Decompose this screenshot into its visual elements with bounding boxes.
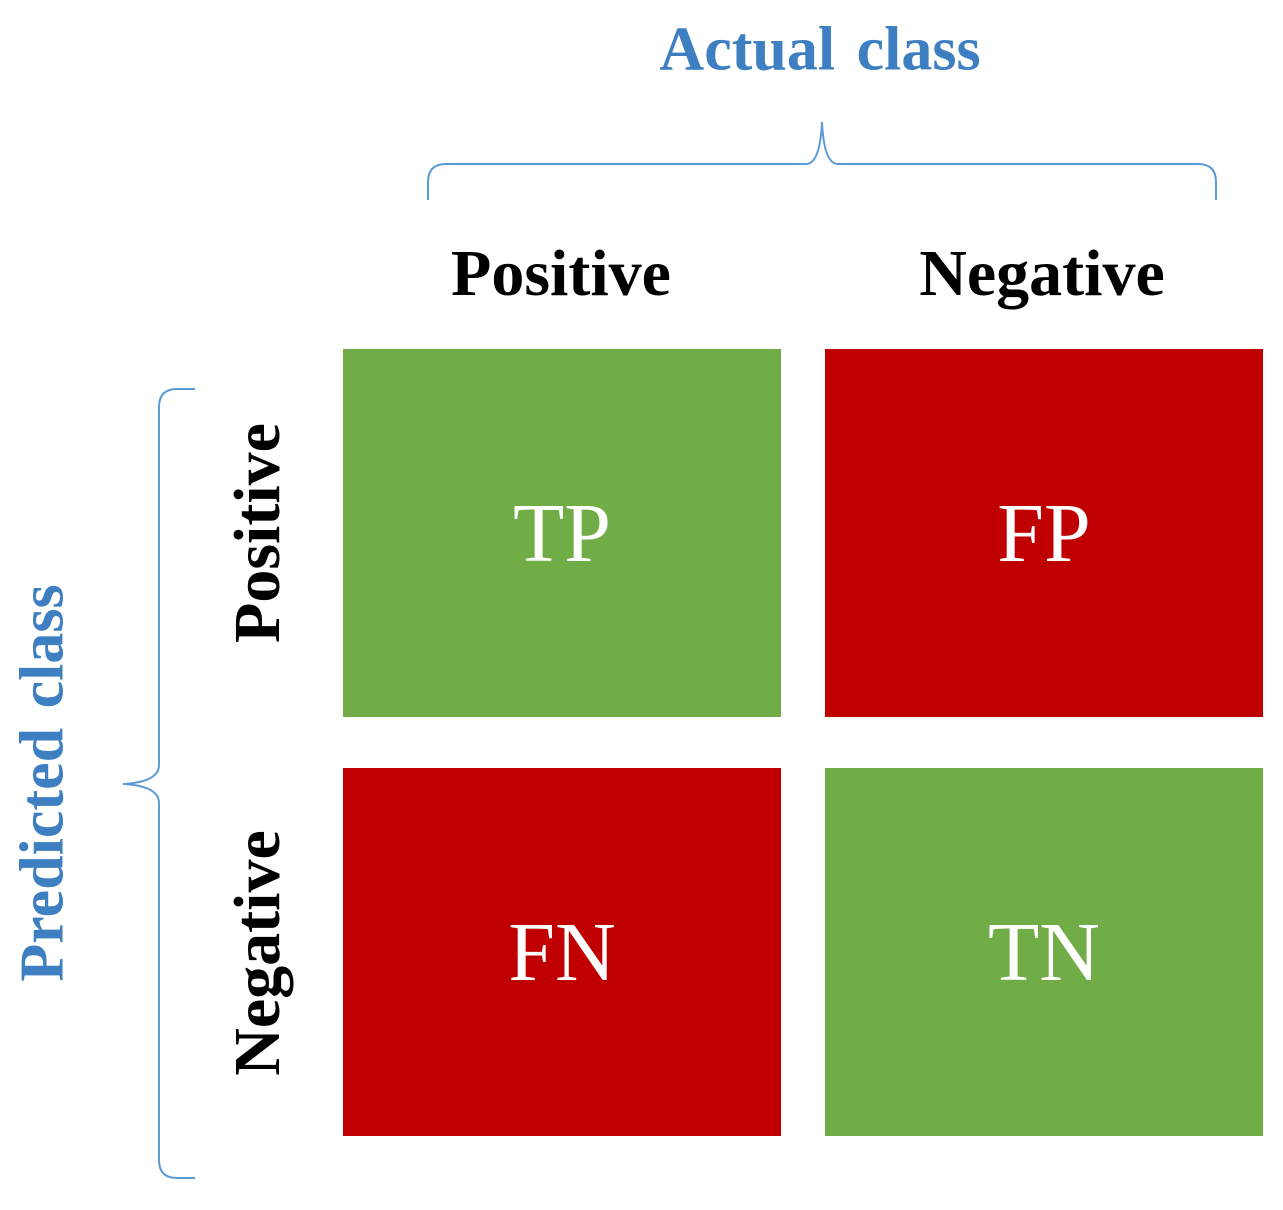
column-label-positive: Positive bbox=[451, 237, 671, 310]
cell-false-positive: FP bbox=[825, 349, 1263, 717]
cell-label-tp: TP bbox=[512, 486, 612, 580]
cell-true-negative: TN bbox=[825, 768, 1263, 1136]
cell-label-fn: FN bbox=[508, 905, 616, 999]
actual-class-title: Actual class bbox=[659, 15, 981, 84]
row-label-positive: Positive bbox=[221, 423, 294, 643]
cell-label-fp: FP bbox=[997, 486, 1091, 580]
column-label-negative: Negative bbox=[919, 237, 1165, 310]
actual-class-brace bbox=[427, 121, 1217, 200]
predicted-class-title: Predicted class bbox=[8, 584, 77, 982]
cell-label-tn: TN bbox=[988, 905, 1100, 999]
row-label-negative: Negative bbox=[221, 830, 294, 1076]
cell-false-negative: FN bbox=[343, 768, 781, 1136]
cell-true-positive: TP bbox=[343, 349, 781, 717]
predicted-class-brace bbox=[122, 388, 195, 1179]
